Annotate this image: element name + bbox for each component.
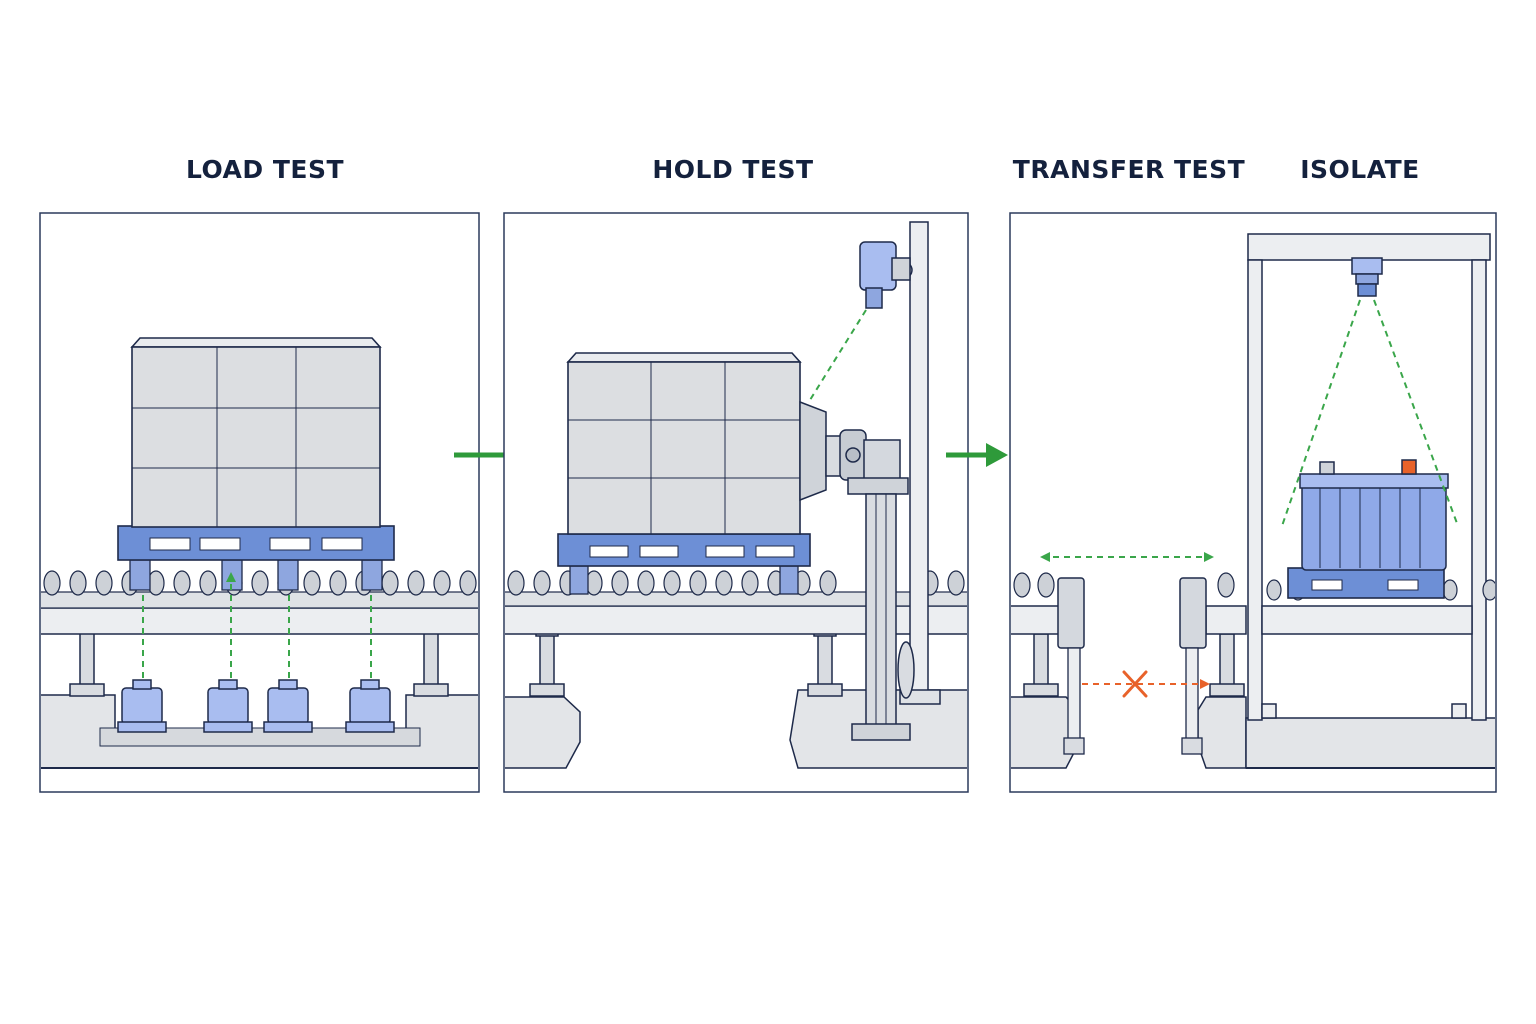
panel-transfer-isolate [1009,212,1497,793]
pallet-supports [129,559,383,591]
fault-cross-icon [1122,670,1148,698]
isolate-detection-cone [1281,299,1459,527]
flow-arrow-icon [946,443,1008,467]
pallet [117,525,395,561]
panel-load-test [39,212,480,793]
panel-hold-test [503,212,969,793]
overhead-sensor-icon [1351,257,1383,297]
hold-signal-line [809,309,867,401]
hold-column [851,493,911,741]
isolation-cage-frame [1247,233,1491,721]
load-cell-icon [117,679,395,733]
concrete-block-stack [130,337,382,528]
stage-title-hold-test: HOLD TEST [652,155,814,184]
concrete-pit [41,694,478,769]
transfer-section [1011,552,1247,769]
proximity-sensor-icon [859,241,911,309]
pallet [557,533,811,567]
stage-title-load-test: LOAD TEST [185,155,345,184]
pallet-supports [569,565,799,595]
pallet [1287,567,1445,599]
conveyor-rail [505,605,967,635]
conveyor-rail [41,607,478,635]
stage-title-isolate: ISOLATE [1300,155,1420,184]
stage-title-transfer-test: TRANSFER TEST [1012,155,1246,184]
conveyor-rollers [43,570,477,596]
load-signal-lines [142,572,372,678]
isolate-section [1245,233,1495,769]
concrete-block-stack [566,352,802,535]
battery-icon [1299,459,1449,571]
hold-clamp-actuator [799,400,909,502]
